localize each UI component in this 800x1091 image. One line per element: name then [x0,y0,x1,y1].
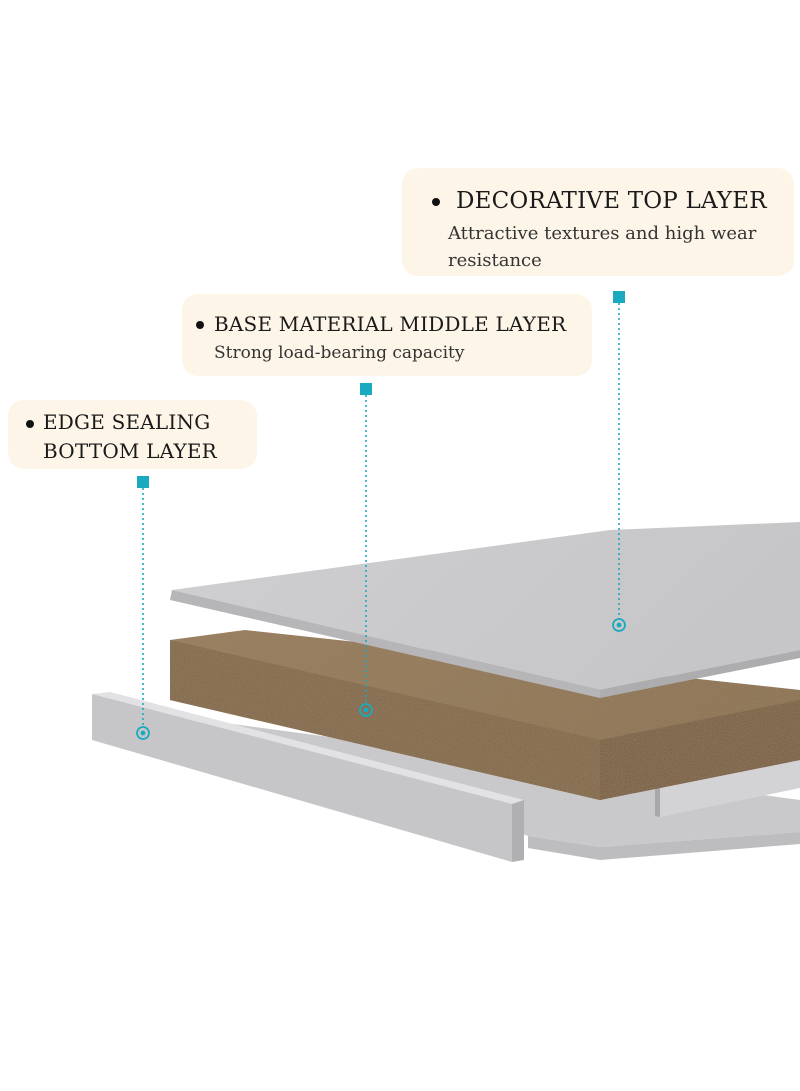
middle-layer-square-marker [360,383,372,395]
bullet-icon [26,420,34,428]
middle-layer-title: BASE MATERIAL MIDDLE LAYER [214,312,567,336]
middle-layer-leader [359,383,373,717]
bottom-layer-square-marker [137,476,149,488]
bottom-layer-target-marker [136,726,150,740]
top-layer-leader [612,291,626,632]
middle-layer-callout: BASE MATERIAL MIDDLE LAYER Strong load-b… [182,294,592,376]
middle-board [170,630,800,800]
top-layer-square-marker [613,291,625,303]
bottom-layer-callout: EDGE SEALING BOTTOM LAYER [8,400,257,469]
bullet-icon [432,198,440,206]
top-layer-target-marker [612,618,626,632]
bottom-layer-leader [136,476,150,740]
top-layer-callout: DECORATIVE TOP LAYER Attractive textures… [402,168,794,276]
middle-layer-description: Strong load-bearing capacity [214,343,465,363]
front-edge-strip [92,692,524,862]
bottom-base-panel [188,718,800,860]
decorative-top-panel [170,522,800,698]
bottom-layer-title: EDGE SEALING BOTTOM LAYER [43,410,217,463]
top-layer-description: Attractive textures and high wear resist… [448,223,757,271]
bullet-icon [196,321,204,329]
middle-layer-target-marker [359,703,373,717]
top-layer-title: DECORATIVE TOP LAYER [456,188,767,214]
